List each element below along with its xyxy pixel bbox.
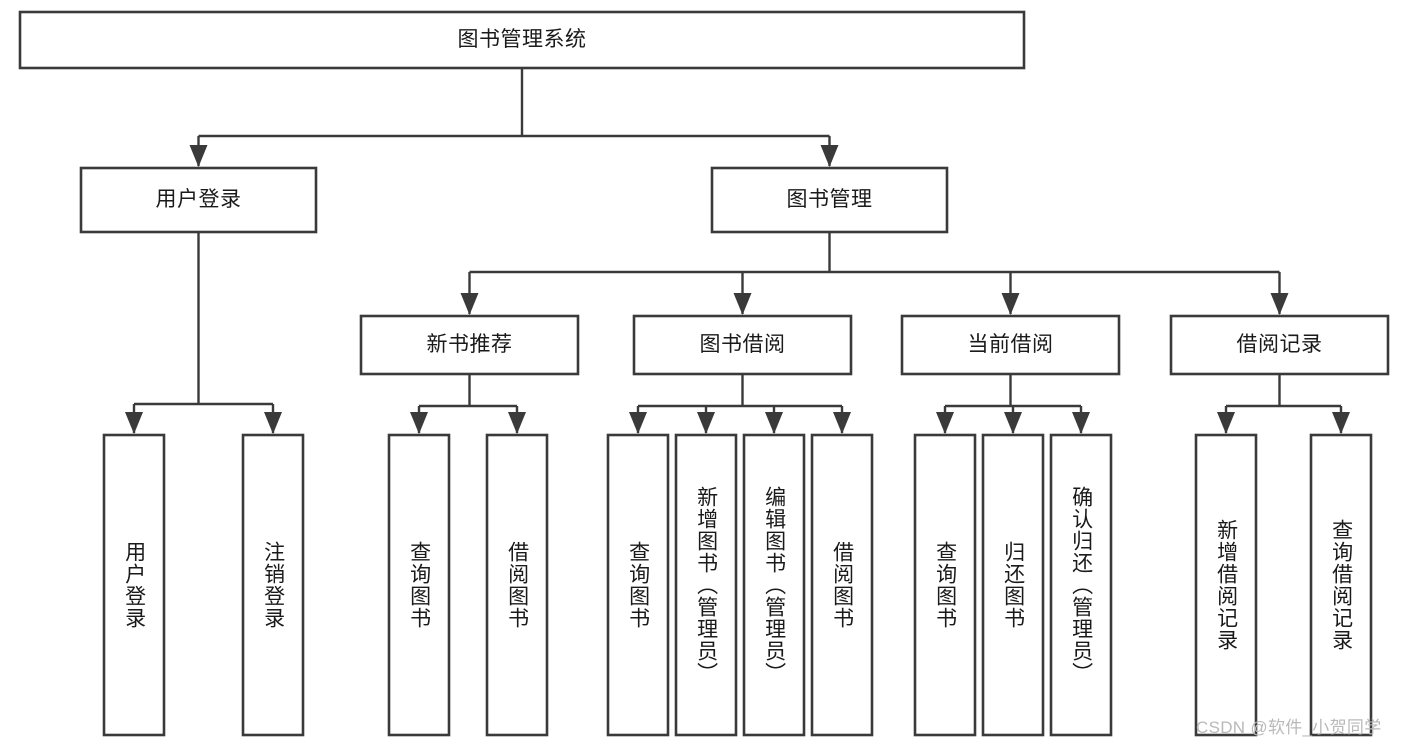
node-box-current-borrow[interactable] <box>900 314 1121 376</box>
node-box-leaf-confirm-return[interactable] <box>1049 433 1113 737</box>
arrow-head-icon-new-book-rec <box>460 293 479 315</box>
arrow-head-icon-book-manage <box>820 145 839 167</box>
node-box-new-book-rec[interactable] <box>359 314 580 376</box>
arrow-head-icon-leaf-add-book <box>697 412 715 434</box>
node-box-leaf-borrow-book-2[interactable] <box>810 433 874 737</box>
node-box-root[interactable] <box>18 10 1026 70</box>
arrow-head-icon-leaf-return-book <box>1004 412 1022 434</box>
box-layer <box>18 10 1390 737</box>
arrow-head-icon-leaf-borrow-book-2 <box>833 412 851 434</box>
node-box-leaf-return-book[interactable] <box>981 433 1045 737</box>
arrow-head-icon-leaf-confirm-return <box>1072 412 1090 434</box>
node-box-leaf-user-login[interactable] <box>102 433 166 737</box>
arrow-head-icon-leaf-query-book-3 <box>936 412 954 434</box>
arrow-head-icon-leaf-borrow-book-1 <box>508 412 526 434</box>
connector-layer <box>125 68 1350 434</box>
node-box-user-login[interactable] <box>79 166 318 234</box>
node-box-leaf-query-record[interactable] <box>1309 433 1373 737</box>
node-box-leaf-query-book-1[interactable] <box>387 433 451 737</box>
arrow-head-icon-book-borrow <box>733 293 752 315</box>
node-box-leaf-borrow-book-1[interactable] <box>485 433 549 737</box>
node-box-leaf-edit-book[interactable] <box>742 433 806 737</box>
arrow-head-icon-user-login <box>189 145 208 167</box>
arrow-head-icon-leaf-query-book-2 <box>629 412 647 434</box>
arrow-head-icon-borrow-record <box>1270 293 1289 315</box>
node-box-leaf-logout[interactable] <box>241 433 305 737</box>
node-box-leaf-add-record[interactable] <box>1194 433 1258 737</box>
arrow-head-icon-leaf-edit-book <box>765 412 783 434</box>
node-box-leaf-query-book-3[interactable] <box>913 433 977 737</box>
arrow-head-icon-current-borrow <box>1001 293 1020 315</box>
node-box-book-manage[interactable] <box>710 166 949 234</box>
arrow-head-icon-leaf-add-record <box>1217 412 1235 434</box>
node-box-leaf-query-book-2[interactable] <box>606 433 670 737</box>
node-box-leaf-add-book[interactable] <box>674 433 738 737</box>
arrow-head-icon-leaf-query-book-1 <box>410 412 428 434</box>
node-box-book-borrow[interactable] <box>632 314 853 376</box>
arrow-head-icon-leaf-logout <box>264 412 282 434</box>
node-box-borrow-record[interactable] <box>1169 314 1390 376</box>
arrow-head-icon-leaf-query-record <box>1332 412 1350 434</box>
arrow-head-icon-leaf-user-login <box>125 412 143 434</box>
